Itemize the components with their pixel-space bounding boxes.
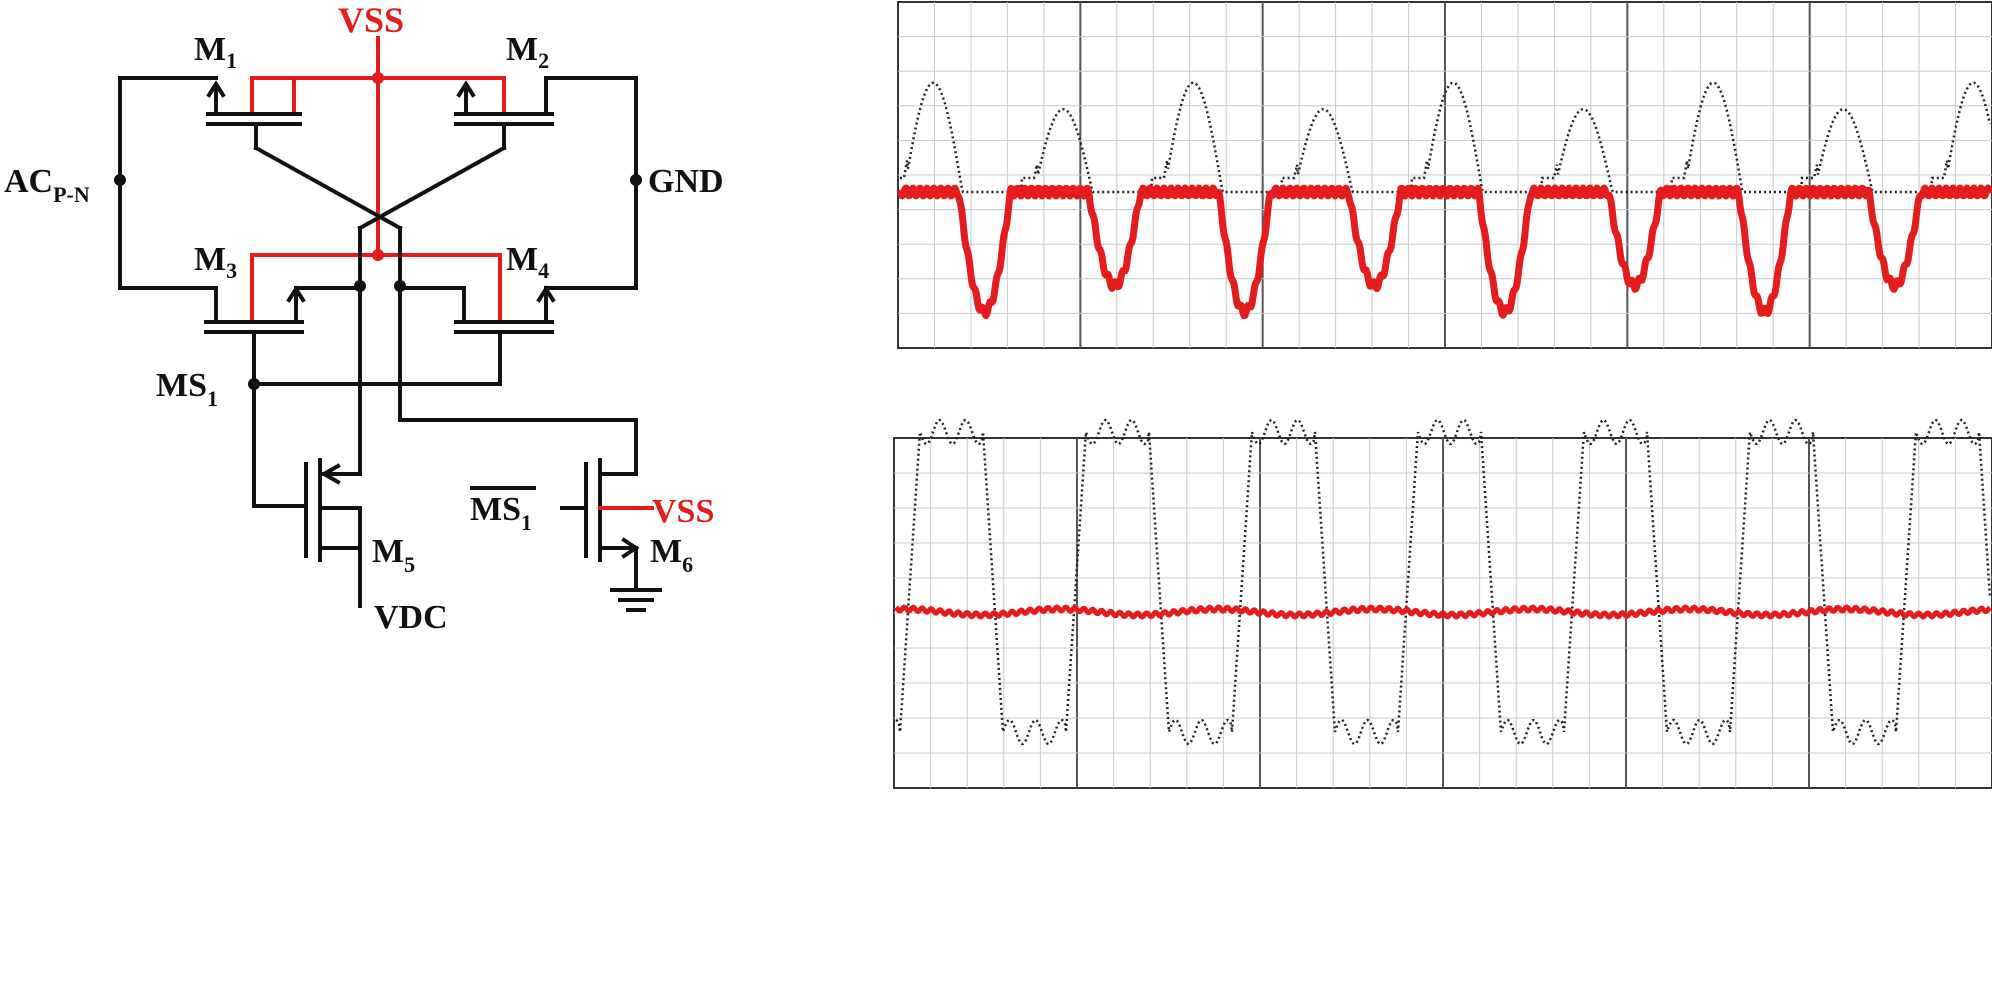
gnd-node-dot (630, 174, 642, 186)
vss-top-label: VSS (338, 0, 404, 40)
m5-label: M5 (372, 533, 415, 577)
transistor-m4 (394, 280, 556, 386)
transistor-m2 (454, 76, 554, 150)
m4-gate-node (394, 280, 406, 292)
scope-plot-bottom-red-trace (894, 604, 1992, 620)
transistor-m1 (206, 80, 302, 150)
transistor-m5 (304, 446, 362, 608)
ms1-node-wiring (248, 378, 502, 508)
m3-gate-node (354, 280, 366, 292)
circuit-schematic: VSS M1 M2 M3 M4 ACP-N GND MS1 MS1 VSS M5… (4, 0, 724, 636)
ground-icon (610, 588, 662, 612)
gnd-node-wiring (544, 76, 642, 320)
vss-m6-label: VSS (652, 493, 714, 530)
ac-node-wiring (114, 76, 218, 320)
cross-coupled-gates (253, 145, 507, 450)
m6-label: M6 (650, 533, 693, 577)
scope-plot-top-red-trace (896, 184, 1992, 320)
gnd-label: GND (648, 163, 724, 200)
ac-pn-label: ACP-N (4, 163, 90, 207)
m3-label: M3 (194, 241, 237, 283)
m2-label: M2 (506, 31, 549, 73)
ms1-label: MS1 (156, 367, 218, 411)
ms1-bar-label: MS1 (470, 486, 536, 535)
m4-label: M4 (506, 241, 549, 283)
scope-plot-top (896, 1, 1992, 349)
ac-node-dot (114, 174, 126, 186)
transistor-m6 (398, 418, 654, 590)
vss-node-top (372, 72, 384, 84)
svg-text:MS1: MS1 (470, 491, 532, 535)
vss-node-mid (372, 249, 384, 261)
vss-net (250, 36, 506, 322)
scope-plot-bottom (893, 418, 1992, 789)
scope-plot-bottom-black-trace (895, 418, 1992, 746)
m1-label: M1 (194, 31, 237, 73)
vdc-label: VDC (374, 599, 448, 636)
transistor-m3 (204, 280, 366, 386)
